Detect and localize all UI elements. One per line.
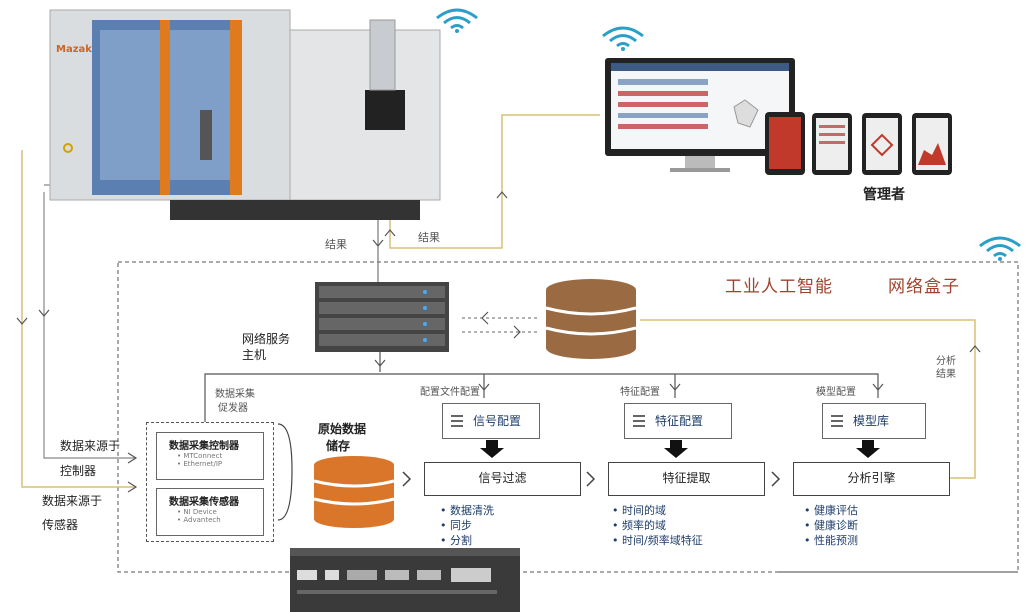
raw-storage-line2: 储存 bbox=[326, 439, 351, 453]
wifi-icon bbox=[436, 8, 478, 33]
list-icon bbox=[831, 415, 843, 427]
collector-label-line2: 促发器 bbox=[218, 403, 248, 414]
collector-label-line1: 数据采集 bbox=[215, 389, 255, 400]
config-file-label: 配置文件配置 bbox=[420, 387, 480, 398]
wifi-icon bbox=[602, 26, 644, 51]
analysis-database-icon bbox=[545, 279, 637, 359]
controller-box-title: 数据采集控制器 bbox=[169, 441, 239, 452]
list-item: • 健康诊断 bbox=[804, 519, 858, 532]
list-item: • 性能预测 bbox=[804, 534, 858, 547]
controller-item: • MTConnect bbox=[177, 452, 223, 460]
manager-label: 管理者 bbox=[863, 187, 905, 203]
signal-config-box[interactable]: 信号配置 bbox=[442, 403, 540, 439]
analysis-result-line2: 结果 bbox=[936, 369, 956, 380]
controller-box[interactable]: 数据采集控制器 • MTConnect • Ethernet/IP bbox=[156, 432, 264, 480]
feature-config-box[interactable]: 特征配置 bbox=[624, 403, 732, 439]
machine-brand-label: Mazak bbox=[56, 44, 92, 55]
model-config-label: 模型配置 bbox=[816, 387, 856, 398]
source-controller-line2: 控制器 bbox=[60, 464, 97, 478]
network-box-title-right: 网络盒子 bbox=[888, 277, 960, 297]
edge-gateway-hardware bbox=[290, 548, 520, 612]
sensor-item: • Advantech bbox=[177, 516, 221, 524]
signal-config-label: 信号配置 bbox=[473, 414, 522, 428]
server-label-line2: 主机 bbox=[242, 348, 267, 362]
list-item: • 频率的域 bbox=[612, 519, 666, 532]
filter-bullets: • 数据清洗 • 同步 • 分割 bbox=[440, 503, 494, 548]
network-box-title-left: 工业人工智能 bbox=[725, 277, 833, 297]
sensor-box-title: 数据采集传感器 bbox=[169, 497, 239, 508]
sensor-box[interactable]: 数据采集传感器 • NI Device • Advantech bbox=[156, 488, 264, 536]
feature-config-label: 特征配置 bbox=[655, 414, 704, 428]
list-icon bbox=[633, 415, 645, 427]
list-item: • 数据清洗 bbox=[440, 504, 494, 517]
list-item: • 时间/频率域特征 bbox=[612, 534, 703, 547]
list-item: • 时间的域 bbox=[612, 504, 666, 517]
list-item: • 分割 bbox=[440, 534, 472, 547]
source-sensor-line2: 传感器 bbox=[42, 518, 79, 532]
collector-group bbox=[146, 422, 274, 542]
model-library-label: 模型库 bbox=[853, 414, 890, 428]
raw-storage-database-icon bbox=[313, 456, 395, 528]
list-item: • 健康评估 bbox=[804, 504, 858, 517]
sensor-item: • NI Device bbox=[177, 508, 217, 516]
model-library-box[interactable]: 模型库 bbox=[822, 403, 926, 439]
feature-extraction-box[interactable]: 特征提取 bbox=[608, 462, 765, 496]
controller-item: • Ethernet/IP bbox=[177, 460, 223, 468]
server-icon bbox=[315, 282, 449, 352]
cnc-machine: Mazak bbox=[40, 0, 470, 230]
signal-filter-box[interactable]: 信号过滤 bbox=[424, 462, 581, 496]
server-label-line1: 网络服务 bbox=[242, 332, 291, 346]
source-controller-line1: 数据来源于 bbox=[60, 439, 121, 453]
result-label-right: 结果 bbox=[418, 231, 440, 244]
list-icon bbox=[451, 415, 463, 427]
feature-config-label: 特征配置 bbox=[620, 387, 660, 398]
analysis-result-line1: 分析 bbox=[936, 356, 956, 367]
list-item: • 同步 bbox=[440, 519, 472, 532]
raw-storage-line1: 原始数据 bbox=[318, 422, 367, 436]
result-label-left: 结果 bbox=[325, 238, 347, 251]
management-dashboard-devices bbox=[605, 58, 952, 175]
wifi-icon bbox=[979, 236, 1021, 261]
feature-bullets: • 时间的域 • 频率的域 • 时间/频率域特征 bbox=[612, 503, 703, 548]
analysis-engine-box[interactable]: 分析引擎 bbox=[793, 462, 950, 496]
engine-bullets: • 健康评估 • 健康诊断 • 性能预测 bbox=[804, 503, 858, 548]
source-sensor-line1: 数据来源于 bbox=[42, 494, 103, 508]
